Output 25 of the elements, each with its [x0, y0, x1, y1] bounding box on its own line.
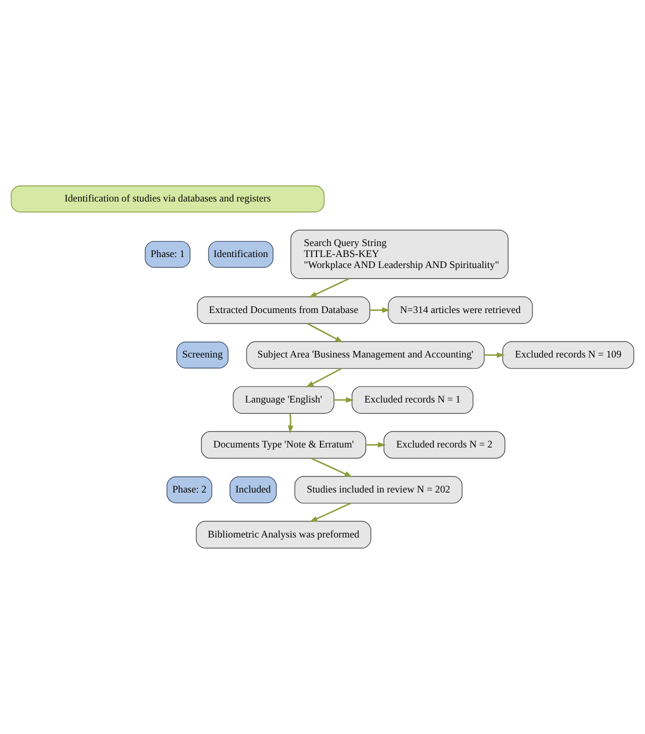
node-box: Subject Area 'Business Management and Accounting' [246, 341, 485, 369]
arrow [308, 278, 350, 298]
node-box: Included [230, 476, 277, 504]
node-box: Excluded records N = 1 [352, 386, 474, 414]
arrow [484, 352, 505, 358]
node-box: Phase: 2 [166, 476, 212, 504]
node-box: Phase: 1 [144, 240, 190, 268]
node-box: N=314 articles were retrieved [388, 296, 533, 324]
node-box: Screening [176, 342, 228, 368]
arrow [370, 307, 390, 313]
node-box: Excluded records N = 109 [502, 341, 634, 369]
node-box: Documents Type 'Note & Erratum' [200, 431, 366, 459]
node-box: Extracted Documents from Database [197, 296, 370, 324]
node-box: Search Query String TITLE-ABS-KEY "Workplace AND Leadership AND Spirituality" [290, 230, 508, 279]
arrow [288, 413, 294, 434]
node-box: Identification of studies via databases and registers [10, 186, 324, 212]
arrow [334, 397, 354, 403]
node-box: Identification [208, 240, 274, 268]
node-box: Bibliometric Analysis was preformed [196, 520, 372, 548]
node-box: Studies included in review N = 202 [294, 476, 462, 504]
node-box: Excluded records N = 2 [384, 431, 506, 459]
node-box: Language 'English' [232, 386, 334, 414]
arrow [306, 368, 342, 388]
arrow [307, 322, 344, 343]
arrow [366, 442, 386, 448]
